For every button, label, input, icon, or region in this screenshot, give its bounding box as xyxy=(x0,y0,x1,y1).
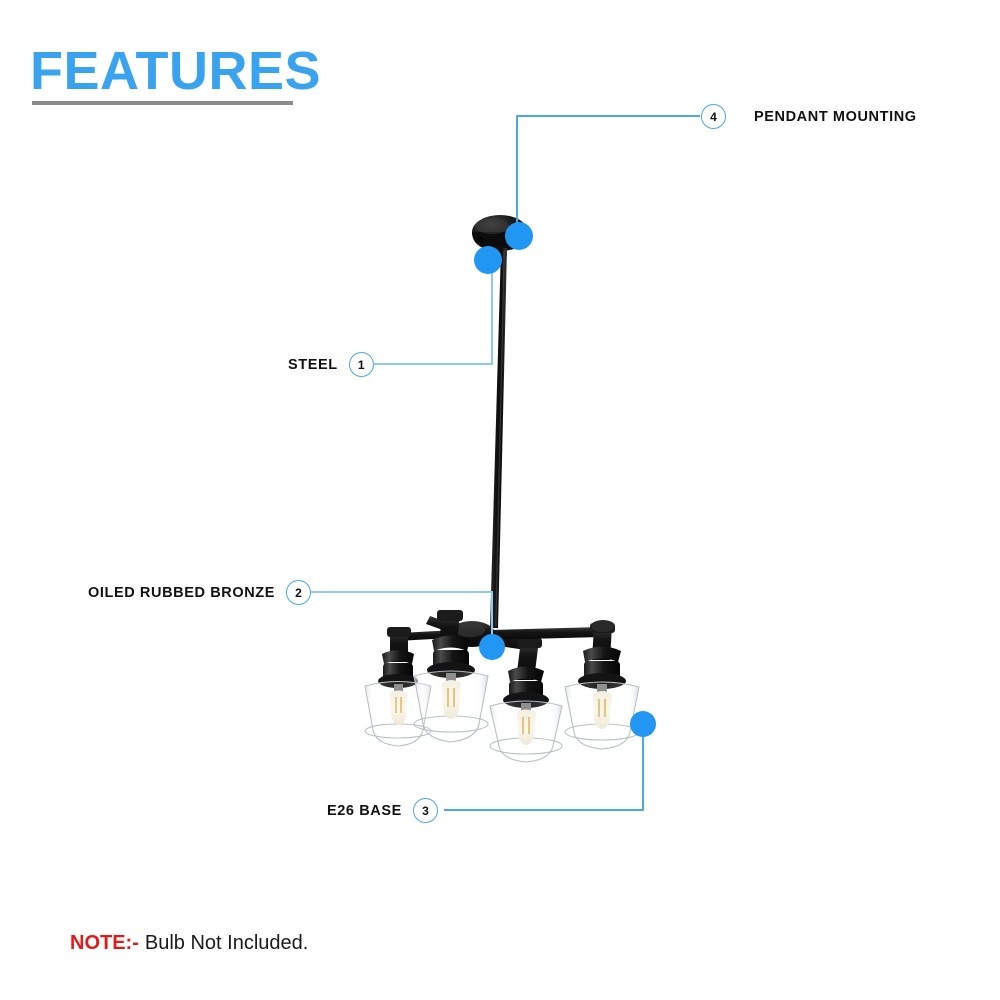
note-text: Bulb Not Included. xyxy=(144,932,309,954)
callout-number-3: 3 xyxy=(412,798,438,823)
page-title: FEATURES xyxy=(30,41,322,101)
callout-label-1: STEEL xyxy=(288,356,338,373)
callout-oiled-rubbed-bronze[interactable]: OILED RUBBED BRONZE 2 xyxy=(88,580,312,605)
callout-e26-base[interactable]: E26 BASE 3 xyxy=(327,798,438,823)
down-rod xyxy=(490,248,507,628)
callout-number-1: 1 xyxy=(348,352,374,377)
edison-bulb-2 xyxy=(442,673,461,719)
callout-pendant-mounting[interactable]: 4 PENDANT MOUNTING xyxy=(701,104,917,129)
edison-bulb-1 xyxy=(390,684,407,725)
lamp-head-4 xyxy=(564,646,640,750)
callout-label-4: PENDANT MOUNTING xyxy=(754,108,917,125)
lamp-head-1 xyxy=(364,650,432,747)
ceiling-canopy xyxy=(472,215,528,258)
title-underline-divider xyxy=(32,101,293,105)
note: NOTE:-Bulb Not Included. xyxy=(70,932,308,955)
fixture-arms xyxy=(387,610,615,680)
callout-number-2: 2 xyxy=(286,580,312,605)
title-block: FEATURES xyxy=(30,44,450,98)
callout-label-3: E26 BASE xyxy=(327,802,402,819)
lamp-head-3 xyxy=(489,666,563,763)
lamp-head-2 xyxy=(413,635,489,743)
callout-label-2: OILED RUBBED BRONZE xyxy=(88,584,276,601)
note-label: NOTE:- xyxy=(70,932,139,954)
callout-number-4: 4 xyxy=(701,104,726,129)
callout-steel[interactable]: STEEL 1 xyxy=(288,352,374,377)
edison-bulb-4 xyxy=(593,684,612,729)
